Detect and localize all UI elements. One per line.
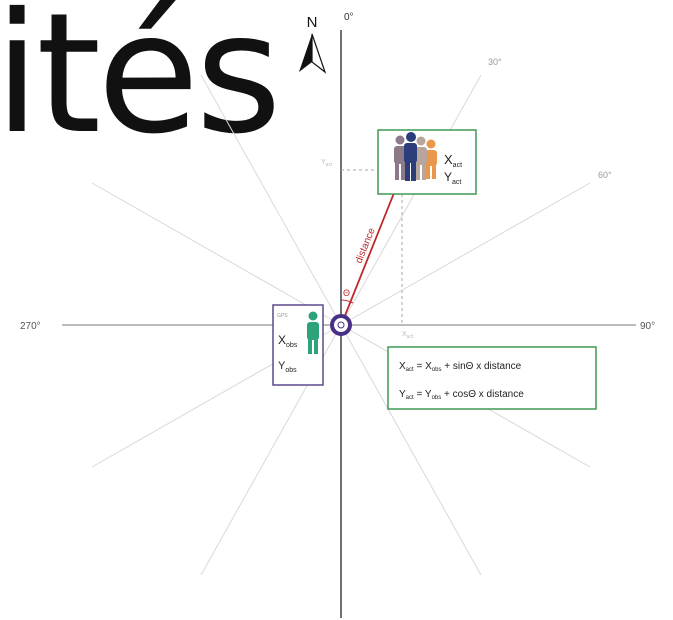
x-act-label: Xact bbox=[444, 152, 462, 169]
ray-60 bbox=[340, 182, 591, 326]
observer-person-icon bbox=[307, 311, 319, 354]
theta-arc bbox=[340, 299, 354, 304]
group-people-icon bbox=[394, 132, 437, 181]
formula-x: Xact = Xobs + sinΘ x distance bbox=[399, 361, 522, 373]
degree-60-label: 60° bbox=[598, 170, 612, 180]
north-label: N bbox=[307, 14, 318, 31]
formula-y: Yact = Yobs + cosΘ x distance bbox=[399, 389, 524, 401]
degree-270-label: 270° bbox=[20, 321, 41, 332]
slide-title-fragment: ités bbox=[0, 0, 282, 171]
x-obs-label: Xobs bbox=[278, 333, 298, 349]
y-obs-label: Yobs bbox=[278, 360, 297, 374]
degree-0-label: 0° bbox=[344, 12, 354, 23]
degree-90-label: 90° bbox=[640, 321, 655, 332]
formula-box bbox=[387, 346, 597, 410]
north-arrow-icon bbox=[299, 33, 327, 74]
ray-150 bbox=[340, 324, 482, 576]
gps-label: GPS bbox=[277, 313, 288, 319]
degree-30-label: 30° bbox=[488, 57, 502, 67]
ray-300 bbox=[91, 182, 342, 326]
distance-vector bbox=[343, 174, 403, 319]
y-projection-label: Yact bbox=[321, 159, 333, 168]
x-projection-label: Xact bbox=[402, 331, 414, 340]
distance-label: distance bbox=[354, 226, 378, 265]
ray-30 bbox=[340, 74, 482, 326]
theta-label: Θ bbox=[343, 288, 350, 298]
y-act-label: Yact bbox=[444, 170, 461, 186]
ray-330 bbox=[200, 74, 342, 326]
